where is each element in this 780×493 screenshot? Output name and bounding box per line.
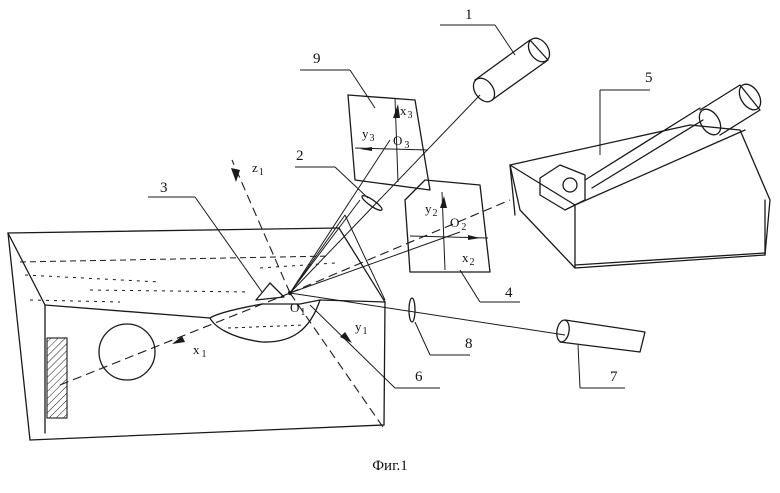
x1-arrow-icon [172,336,185,344]
tank-back-edge [7,227,340,234]
leader-3 [194,196,263,293]
stage-front-top [509,164,576,206]
laser-source-1 [472,37,551,103]
leader-1 [494,24,516,56]
callout-7: 7 [610,369,618,385]
stage-top-edge [574,129,746,206]
label-x2: x2 [462,250,475,268]
z1-arrow-icon [231,168,240,182]
translation-stage-5 [509,83,771,269]
screen-4 [404,179,491,273]
weld-pool-bottom [209,299,321,343]
label-y3: y3 [362,126,375,144]
callout-5: 5 [645,70,653,86]
beam-to-lens-2 [289,199,361,294]
label-y1: y1 [355,319,368,337]
laser-1-aperture [472,77,496,103]
lens-2 [361,195,383,211]
leader-4 [459,269,481,303]
liquid-wave-1 [24,274,161,283]
liquid-tank [7,159,511,441]
leader-8 [414,321,431,356]
liquid-wave-4 [259,262,336,269]
beam-to-screen-4 [289,231,461,294]
screen-9-frame [347,94,431,191]
label-y2: y2 [425,201,438,219]
hatched-insert [46,337,68,419]
callout-4: 4 [505,285,513,301]
screen-4-frame [404,179,491,273]
stage-left-vertical [509,164,516,216]
label-x3: x3 [400,103,413,121]
callout-2: 2 [296,148,304,164]
callout-numbers: 1 2 3 4 5 6 7 8 9 [160,7,653,385]
circular-port [98,323,156,381]
callout-9: 9 [313,51,321,67]
tank-right-top [338,227,386,303]
x3-arrow-icon [393,104,400,118]
motor-body [699,84,761,136]
lens-8 [408,297,416,323]
leader-6 [309,304,396,389]
y2-arrow-icon [440,196,447,208]
z1-axis-line [231,159,291,294]
x2-arrow-icon [468,235,480,240]
tank-right-edge [383,301,386,426]
cone-element [255,282,285,301]
motor-front [698,108,722,136]
carriage-block [539,164,586,211]
liquid-surface-line [19,255,331,263]
motor-end [738,83,762,111]
optical-axis-to-stage [289,199,511,294]
screen-9 [347,94,431,191]
label-o1: O1 [290,300,305,318]
laser-7-aperture [556,319,570,343]
laser-1-body [474,39,549,101]
laser-7-body [559,319,646,353]
x1-axis-line [59,292,291,386]
callout-3: 3 [160,180,168,196]
callout-6: 6 [415,369,423,385]
stage-outline [509,124,771,269]
stage-bottom [574,252,766,266]
leader-2 [334,166,369,199]
tank-left-edge [7,232,31,441]
tank-front-edge [44,304,211,319]
stage-rod-bottom [591,119,704,189]
figure-caption: Фиг.1 [372,458,408,474]
callout-8: 8 [465,336,473,352]
leader-7 [577,344,581,389]
label-z1: z1 [252,160,264,178]
stage-rod-top [584,107,701,181]
y1-arrow-icon [340,332,352,343]
cone-edge-line [344,214,386,301]
beam-from-laser-7 [289,292,566,336]
laser-1-end [527,37,551,63]
leader-lines [148,24,650,389]
tank-bottom-edge [29,424,385,441]
weld-pool-liquid [227,324,306,329]
laser-source-7 [556,319,646,353]
beam-to-cone-top [289,214,346,294]
tank-front-edge-right [319,299,386,303]
leader-9 [349,69,376,109]
y3-arrow-icon [360,147,372,151]
beam-to-screen-9 [289,139,391,294]
beams [289,94,566,336]
carriage-bore [562,177,578,193]
beam-from-laser-1 [289,94,481,294]
tank-inner-left [7,232,46,306]
callout-1: 1 [465,7,473,23]
liquid-wave-2 [89,289,251,293]
